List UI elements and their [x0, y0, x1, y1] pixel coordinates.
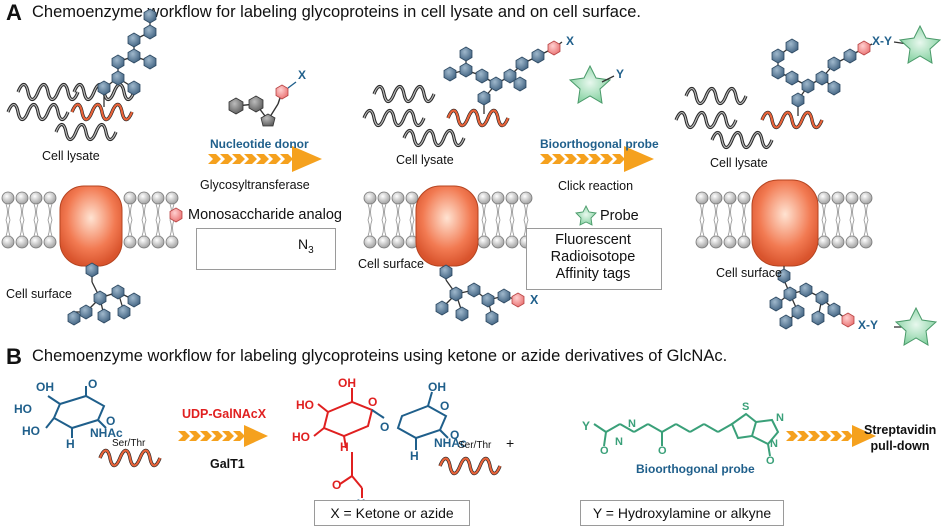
probe-o-3: O [766, 455, 775, 467]
glcnac-nhac: NHAc [90, 426, 123, 440]
glcnac-oh-top: OH [36, 380, 54, 394]
stage2-surface-glycan [435, 264, 525, 326]
glcnac-o-link: O [106, 414, 116, 428]
probe-y-label: Y [582, 419, 591, 433]
probe-types-list: Fluorescent Radioisotope Affinity tags [526, 232, 660, 283]
stage3-cell-lysate-label: Cell lysate [710, 156, 768, 170]
arrow-b1 [178, 425, 268, 447]
stage3-surface-glycan [769, 266, 855, 330]
probe-type-radioisotope: Radioisotope [550, 249, 636, 265]
y-definition-box: Y = Hydroxylamine or alkyne [580, 500, 784, 526]
galnacx-ring [313, 388, 374, 498]
arrow-b2 [786, 425, 876, 447]
panel-a-title: Chemoenzyme workflow for labeling glycop… [32, 3, 641, 21]
galnacx-ho-1: HO [296, 398, 314, 412]
stage1-cell-surface-label: Cell surface [6, 287, 72, 301]
bioorthogonal-probe-label: Bioorthogonal probe [540, 137, 659, 151]
product-o-link: O [380, 420, 390, 434]
product-o-ser: O [450, 428, 460, 442]
panel-a-letter: A [6, 0, 22, 25]
stage2-glycan-tree [443, 40, 563, 114]
nucleotide-donor-label: Nucleotide donor [210, 137, 309, 151]
stage1-glycan-tree [97, 8, 157, 107]
probe-legend-icon [575, 204, 597, 226]
panel-b-letter: B [6, 344, 22, 369]
galnacx-o-carbonyl: O [332, 478, 342, 492]
udp-galnacx-label: UDP-GalNAcX [182, 407, 267, 421]
galt1-label: GalT1 [210, 457, 245, 471]
biotin-probe-structure [593, 412, 780, 457]
product-ser-thr: Ser/Thr [458, 440, 492, 451]
x-label-stage2-surface: X [530, 293, 539, 307]
galnacx-o: O [368, 395, 378, 409]
glycosyltransferase-label: Glycosyltransferase [200, 178, 310, 192]
probe-nh-3: N [776, 412, 784, 424]
stage2-cell-surface-label: Cell surface [358, 257, 424, 271]
probe-o-1: O [600, 445, 609, 457]
panel-b-bioorthogonal-probe-label: Bioorthogonal probe [636, 462, 755, 476]
stage3-probe-bottom [894, 306, 938, 346]
x-label-donor: X [298, 68, 307, 82]
stage2-cell-lysate-label: Cell lysate [396, 153, 454, 167]
azide-alkyne-box [196, 228, 336, 270]
probe-o-2: O [658, 445, 667, 457]
streptavidin-line: Streptavidin [864, 423, 937, 437]
nucleotide-donor-molecule [228, 81, 297, 127]
galnacx-oh-top: OH [338, 376, 356, 390]
stage1-cell-lysate-label: Cell lysate [42, 149, 100, 163]
n3-label: N3 [298, 236, 314, 256]
stage3-membrane [695, 179, 873, 267]
galnacx-ho-2: HO [292, 430, 310, 444]
probe-s: S [742, 401, 750, 413]
y-label-probe: Y [616, 67, 625, 81]
probe-legend-label: Probe [600, 208, 639, 224]
galnacx-nh: H [340, 440, 349, 454]
glcnac-protein [98, 448, 162, 468]
product-o-ring: O [440, 399, 450, 413]
x-definition-box: X = Ketone or azide [314, 500, 470, 526]
stage3-probe-top [893, 24, 941, 64]
glcnac-ring [45, 386, 107, 438]
streptavidin-pulldown-label: Streptavidin pull-down [864, 422, 936, 454]
x-label-stage2-lysate: X [566, 34, 575, 48]
glcnac-o: O [88, 377, 98, 391]
stage3-glycan-tree [771, 38, 873, 116]
plus-sign: + [506, 435, 515, 451]
panel-b-title: Chemoenzyme workflow for labeling glycop… [32, 347, 728, 365]
product-protein [438, 456, 502, 476]
product-h: H [410, 449, 419, 463]
probe-nh-4: N [770, 438, 778, 450]
xy-label-stage3-lysate: X-Y [872, 34, 893, 48]
glcnac-ho-2: HO [22, 424, 40, 438]
probe-types-box [526, 228, 662, 290]
glcnac-ho-1: HO [14, 402, 32, 416]
monosaccharide-analog-label: Monosaccharide analog [188, 207, 342, 223]
stage3-cell-surface-label: Cell surface [716, 266, 782, 280]
probe-star [568, 64, 615, 104]
xy-label-stage3-surface: X-Y [858, 318, 879, 332]
click-reaction-label: Click reaction [558, 179, 634, 193]
product-glcnac-ring [396, 391, 449, 450]
stage1-surface-glycan [67, 262, 141, 326]
probe-type-affinity-tags: Affinity tags [555, 266, 631, 282]
probe-type-fluorescent: Fluorescent [555, 232, 631, 248]
product-nhac: NHAc [434, 436, 467, 450]
pulldown-line: pull-down [870, 439, 930, 453]
glcnac-h: H [66, 437, 75, 451]
glcnac-ser-thr: Ser/Thr [112, 438, 146, 449]
probe-nh-1: N [615, 436, 623, 448]
product-oh-top: OH [428, 380, 446, 394]
probe-nh-2: N [628, 418, 636, 430]
glycosidic-bond [371, 409, 385, 419]
